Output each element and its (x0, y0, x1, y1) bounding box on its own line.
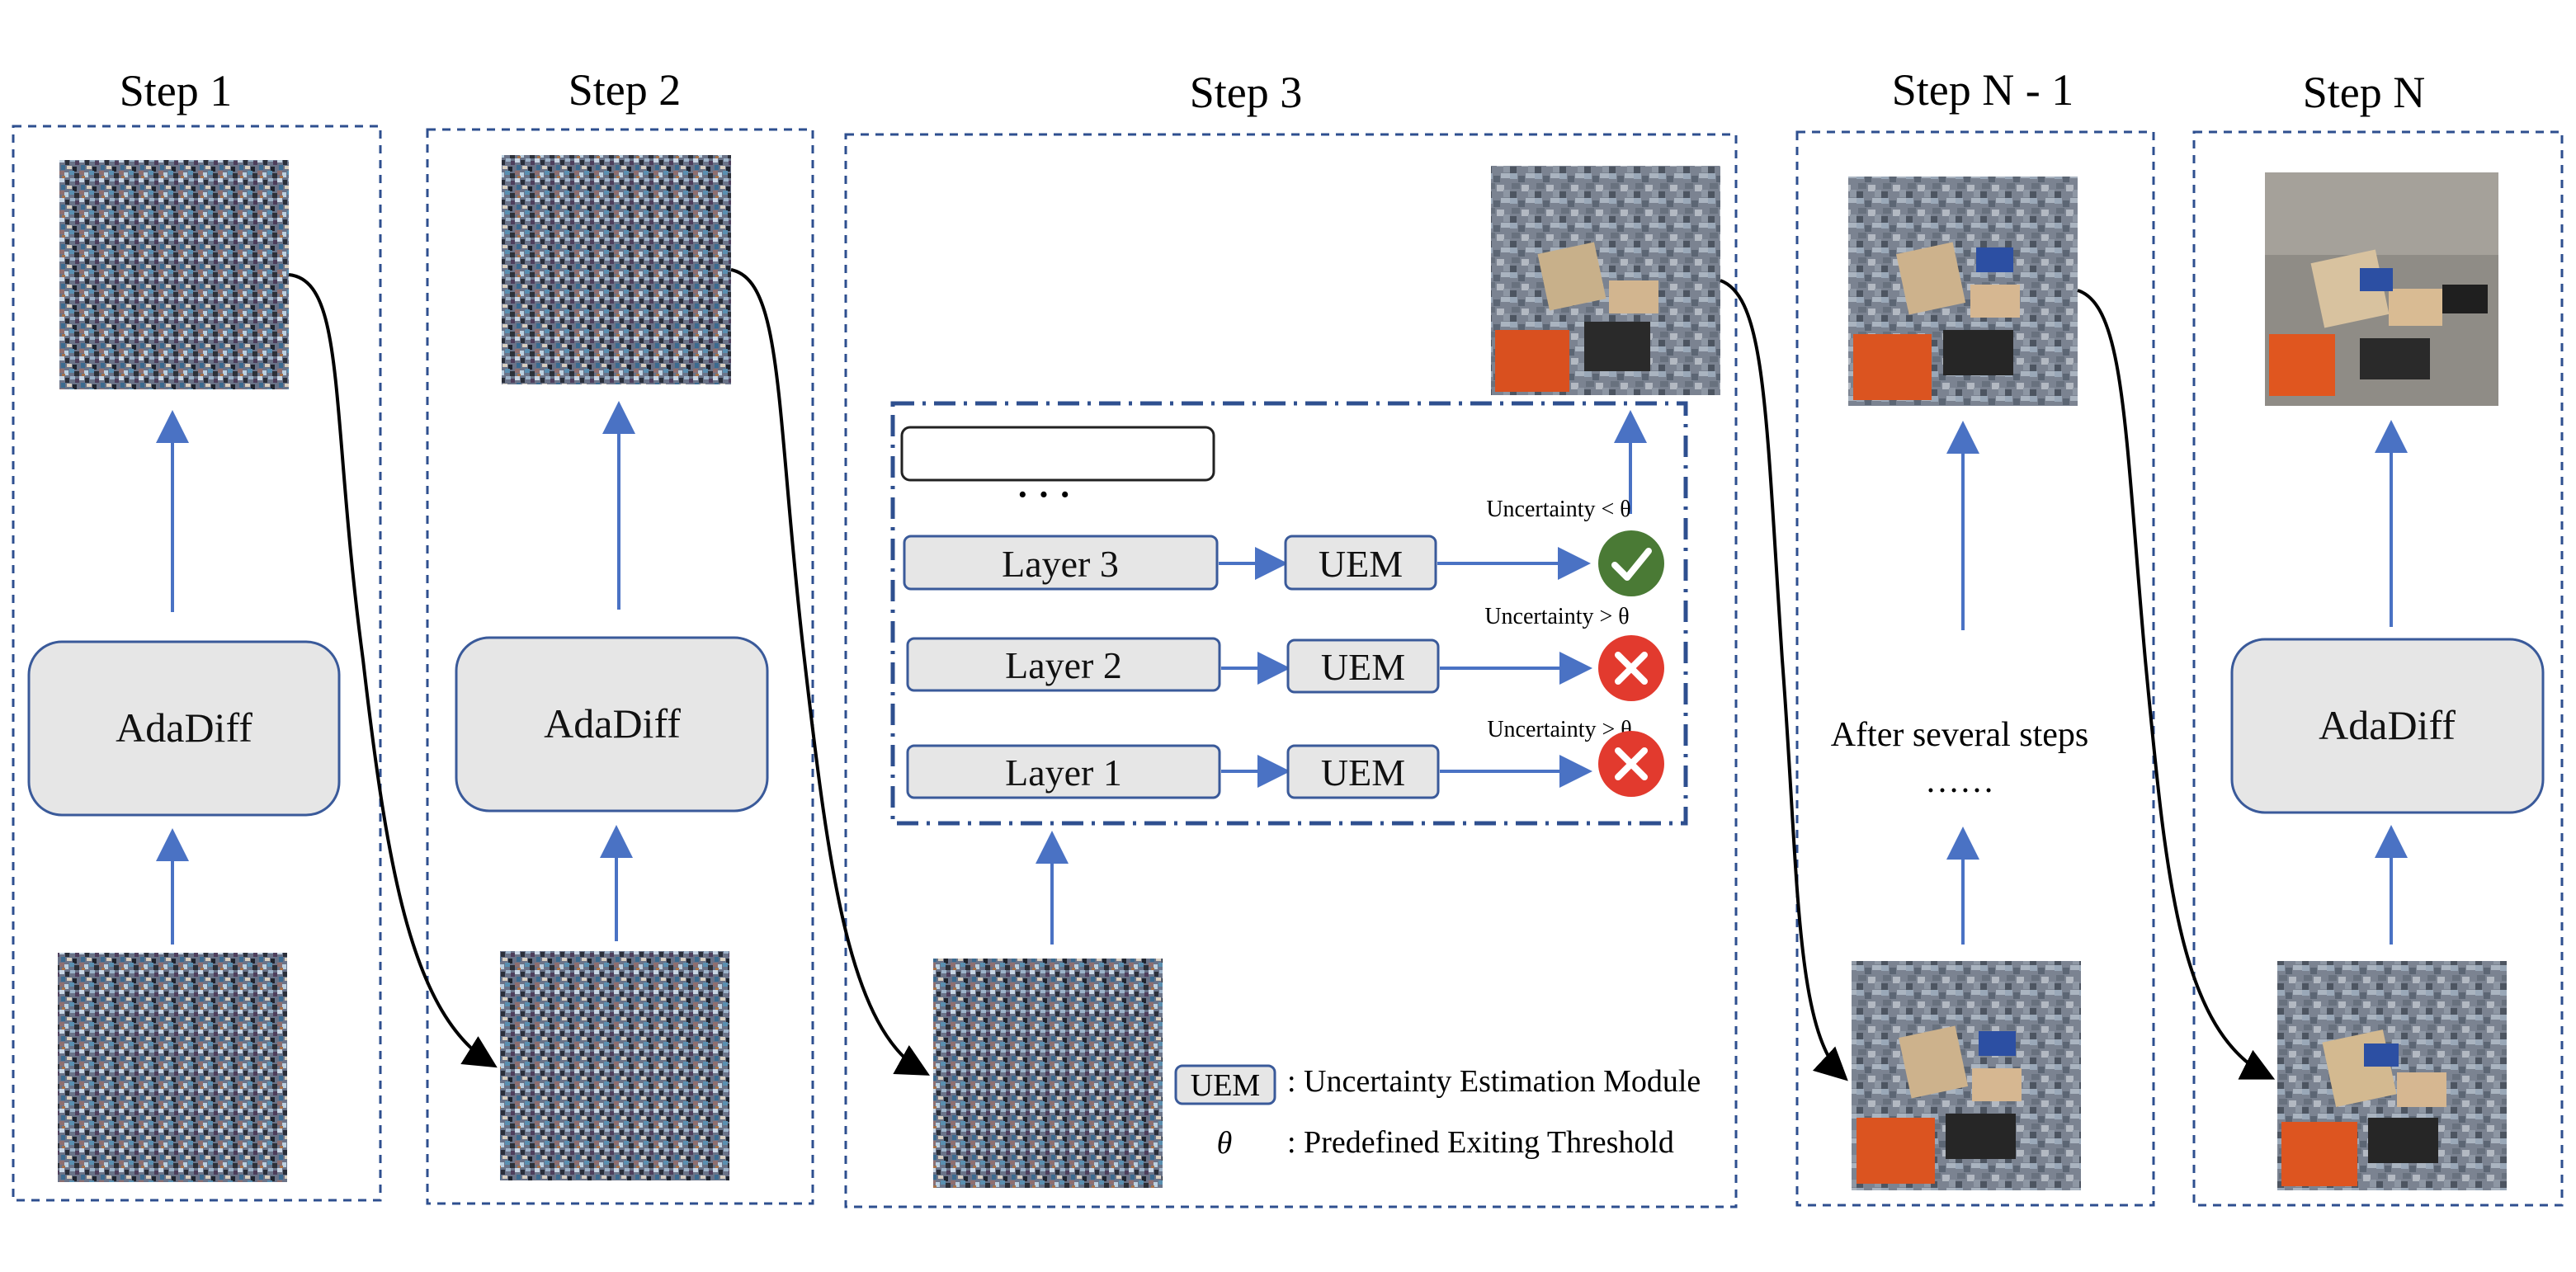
top-empty-layer-box (900, 426, 1215, 482)
stepN-title: Step N (2303, 68, 2426, 117)
partial-image-stepN1-input (1852, 961, 2081, 1190)
stepN-images (2265, 172, 2507, 1190)
layer1-row: Layer 1 UEM Uncertainty > θ (906, 717, 1664, 799)
clean-image-stepN-output (2265, 172, 2498, 406)
adadiff-box-step1: AdaDiff (27, 640, 341, 817)
noise-image-step1-input (58, 953, 287, 1182)
layer1-label: Layer 1 (1005, 751, 1122, 794)
legend-uem-key: UEM (1191, 1068, 1260, 1103)
check-icon (1598, 530, 1664, 596)
step1-frame (12, 125, 382, 1202)
adadiff-box-step2: AdaDiff (455, 636, 769, 813)
stepN-frame (2192, 130, 2564, 1207)
layer2-box (906, 637, 1221, 692)
partial-image-stepN1-output (1848, 177, 2078, 406)
legend-theta-desc: : Predefined Exiting Threshold (1287, 1125, 1674, 1160)
layers-ellipsis: · · · (1017, 474, 1071, 515)
step3-title: Step 3 (1190, 68, 1303, 117)
uem-label-layer2: UEM (1321, 646, 1405, 688)
uem-box-layer1 (1286, 744, 1440, 799)
noise-image-step1-output (59, 160, 289, 389)
adadiff-box-stepN: AdaDiff (2230, 638, 2545, 814)
condition-layer1: Uncertainty > θ (1487, 717, 1631, 742)
adadiff-label-step2: AdaDiff (544, 700, 681, 747)
stepN1-frame (1795, 130, 2155, 1207)
partial-image-step3-output (1491, 166, 1720, 395)
uem-box-layer2 (1286, 638, 1440, 694)
layer2-row: Layer 2 UEM Uncertainty > θ (906, 604, 1664, 701)
condition-layer2: Uncertainty > θ (1484, 604, 1629, 629)
noise-image-step2-input (500, 951, 729, 1180)
stepN1-images (1848, 177, 2081, 1190)
step1-images (58, 160, 289, 1182)
layer3-box (903, 535, 1219, 591)
legend: UEM : Uncertainty Estimation Module θ : … (1174, 1064, 1701, 1161)
step3-frame (844, 133, 1738, 1208)
condition-layer3: Uncertainty < θ (1486, 497, 1630, 522)
step2-title: Step 2 (569, 65, 682, 115)
legend-uem-desc: : Uncertainty Estimation Module (1287, 1064, 1701, 1099)
step2-images (500, 155, 731, 1180)
blue-arrows (156, 401, 2408, 945)
layer3-label: Layer 3 (1002, 543, 1119, 585)
arrow-step2-to-step3 (730, 268, 930, 1076)
uem-box-layer3 (1284, 535, 1437, 591)
legend-theta-key: θ (1217, 1126, 1233, 1161)
layer2-label: Layer 2 (1005, 644, 1122, 686)
noise-image-step3-input (933, 959, 1163, 1188)
step2-frame (426, 128, 814, 1205)
after-several-steps-text: After several steps (1831, 716, 2089, 754)
noise-image-step2-output (502, 155, 731, 384)
adadiff-label-stepN: AdaDiff (2319, 702, 2456, 748)
step-frames (12, 125, 2564, 1208)
uem-label-layer3: UEM (1319, 543, 1403, 585)
arrow-stepN1-to-stepN (2077, 289, 2276, 1080)
partial-image-stepN-input (2277, 961, 2507, 1190)
arrow-step1-to-step2 (288, 273, 498, 1068)
early-exit-frame (890, 401, 1688, 826)
step3-images (933, 166, 1720, 1188)
legend-uem-key-box (1174, 1064, 1276, 1105)
layer3-row: Layer 3 UEM Uncertainty < θ (903, 497, 1664, 596)
black-step-arrows (288, 268, 2276, 1081)
arrow-step3-to-stepN1 (1720, 279, 1848, 1081)
uem-label-layer1: UEM (1321, 751, 1405, 794)
stepN1-title: Step N - 1 (1892, 65, 2074, 115)
step1-title: Step 1 (120, 66, 233, 115)
adadiff-label-step1: AdaDiff (116, 704, 252, 751)
layer1-box (906, 744, 1221, 799)
ellipsis-text: …… (1925, 762, 1994, 800)
